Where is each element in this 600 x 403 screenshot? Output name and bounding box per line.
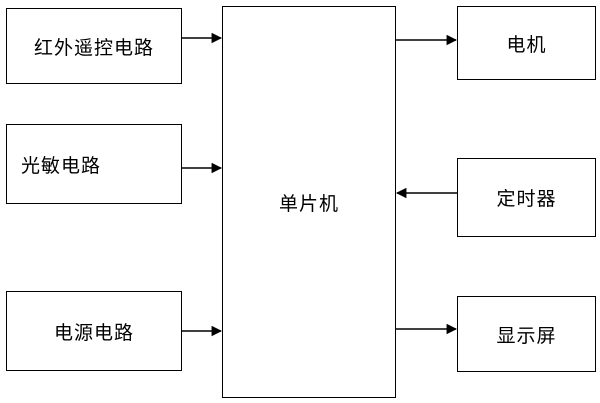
mcu-block: 单片机 [222,6,396,398]
photosensitive-circuit-block: 光敏电路 [6,124,182,204]
display-screen-block: 显示屏 [457,296,596,372]
mcu-label: 单片机 [278,192,339,215]
power-circuit-block: 电源电路 [6,291,182,371]
timer-block: 定时器 [457,158,596,237]
display-screen-label: 显示屏 [496,324,557,347]
ir-remote-circuit-label: 红外遥控电路 [33,36,154,59]
power-circuit-label: 电源电路 [53,321,134,344]
motor-block: 电机 [457,6,596,80]
motor-label: 电机 [506,33,547,56]
ir-remote-circuit-block: 红外遥控电路 [6,8,182,84]
photosensitive-circuit-label: 光敏电路 [21,154,102,177]
timer-label: 定时器 [496,188,557,210]
